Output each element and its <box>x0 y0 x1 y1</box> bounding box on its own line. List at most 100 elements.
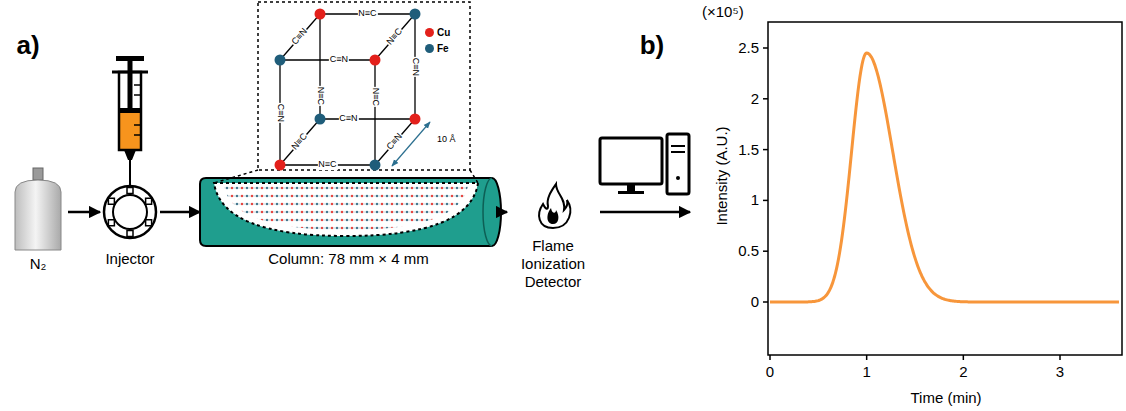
zoom-line <box>214 170 258 183</box>
drive-slot <box>671 145 685 147</box>
column: Column: 78 mm × 4 mm <box>200 170 497 270</box>
bond-line <box>375 14 415 60</box>
monitor-base <box>618 191 644 194</box>
y-tick <box>763 301 768 303</box>
column-cutout <box>214 183 478 236</box>
syringe-liquid <box>119 112 141 150</box>
bond-line <box>374 60 375 165</box>
tick-label: 2.5 <box>738 40 759 57</box>
tick-label: 0.5 <box>738 243 759 260</box>
bond-label: N≡C <box>370 87 380 107</box>
metal-atom <box>275 55 286 66</box>
bond-label: C≡N <box>275 102 285 122</box>
y-tick <box>763 98 768 100</box>
valve-body <box>104 186 156 238</box>
valve-rotor <box>113 195 147 229</box>
zoom-line <box>470 170 478 183</box>
valve-port <box>146 198 152 204</box>
needle <box>129 160 131 186</box>
legend-swatch <box>425 28 434 37</box>
dimension-label: 10 Å <box>436 135 457 145</box>
signal-arrow <box>600 211 690 214</box>
monitor <box>600 138 662 184</box>
valve-port <box>127 231 133 237</box>
syringe-flange <box>112 71 148 74</box>
valve-port <box>108 198 114 204</box>
drive-slot <box>671 151 685 153</box>
flame <box>539 184 570 228</box>
axis-multiplier: (×10⁵) <box>702 4 744 21</box>
cutout-lattice <box>224 186 468 230</box>
bond-line <box>320 118 415 119</box>
metal-atom <box>315 114 326 125</box>
inset-frame <box>258 2 470 170</box>
scale-mark <box>134 124 141 126</box>
plot-frame <box>768 22 1122 355</box>
bond-label: N≡C <box>357 9 377 19</box>
valve-port <box>127 188 133 194</box>
bond-line <box>375 119 415 165</box>
cutout-border <box>214 183 478 236</box>
tick-label: 1 <box>862 364 870 381</box>
plunger-seal <box>119 108 141 113</box>
gas-cylinder <box>15 180 61 250</box>
bond-line <box>280 14 320 60</box>
node-label: Injector <box>105 250 154 268</box>
bond-label: C≡N <box>290 26 311 48</box>
bond-label: N≡C <box>385 26 406 48</box>
bond-label: N≡C <box>315 86 325 106</box>
valve-cap <box>33 168 43 180</box>
chromatogram-curve <box>770 53 1119 302</box>
metal-atom <box>370 160 381 171</box>
column-body <box>200 178 501 246</box>
bond-label: N≡C <box>290 131 311 153</box>
legend-text: Fe <box>437 43 449 54</box>
bond-label: C≡N <box>338 114 358 124</box>
scale-mark <box>134 94 141 96</box>
monitor-stand <box>627 184 635 192</box>
x-tick <box>963 355 965 360</box>
injector: Injector <box>100 55 160 270</box>
tick-label: 0 <box>766 364 774 381</box>
axis-title: Intensity (A.U.) <box>714 126 731 225</box>
tick-label: 0 <box>751 294 759 311</box>
tick-label: 2 <box>751 91 759 108</box>
metal-atom <box>275 160 286 171</box>
flow-arrow <box>160 211 200 214</box>
metal-atom <box>410 9 421 20</box>
scale-mark <box>134 134 141 136</box>
y-tick <box>763 149 768 151</box>
syringe-barrel <box>119 72 141 150</box>
gas-supply: N₂ <box>8 165 68 275</box>
metal-atom <box>315 9 326 20</box>
column-end <box>483 178 492 246</box>
y-tick <box>763 47 768 49</box>
valve-port <box>146 220 152 226</box>
x-tick <box>866 355 868 360</box>
tick-label: 2 <box>959 364 967 381</box>
node-label: N₂ <box>30 255 47 273</box>
legend-entry: Cu <box>425 27 450 38</box>
pc-tower <box>667 134 689 194</box>
bond-line <box>280 119 320 165</box>
power-button <box>676 176 680 180</box>
detector: Flame Ionization Detector <box>507 178 599 293</box>
flow-arrow <box>68 211 100 214</box>
panel-label: a) <box>16 31 39 60</box>
y-tick <box>763 200 768 202</box>
node-label: Column: 78 mm × 4 mm <box>268 250 428 268</box>
x-tick <box>769 355 771 360</box>
legend-entry: Fe <box>425 43 449 54</box>
bond-label: N≡C <box>317 160 337 170</box>
plunger-rod <box>128 60 133 112</box>
axis-title: Time (min) <box>910 390 981 407</box>
flow-arrow <box>497 211 507 214</box>
x-tick <box>1059 355 1061 360</box>
bond-label: C≡N <box>410 56 420 76</box>
scale-mark <box>134 84 141 86</box>
legend-text: Cu <box>437 27 450 38</box>
flame-core <box>547 208 558 224</box>
